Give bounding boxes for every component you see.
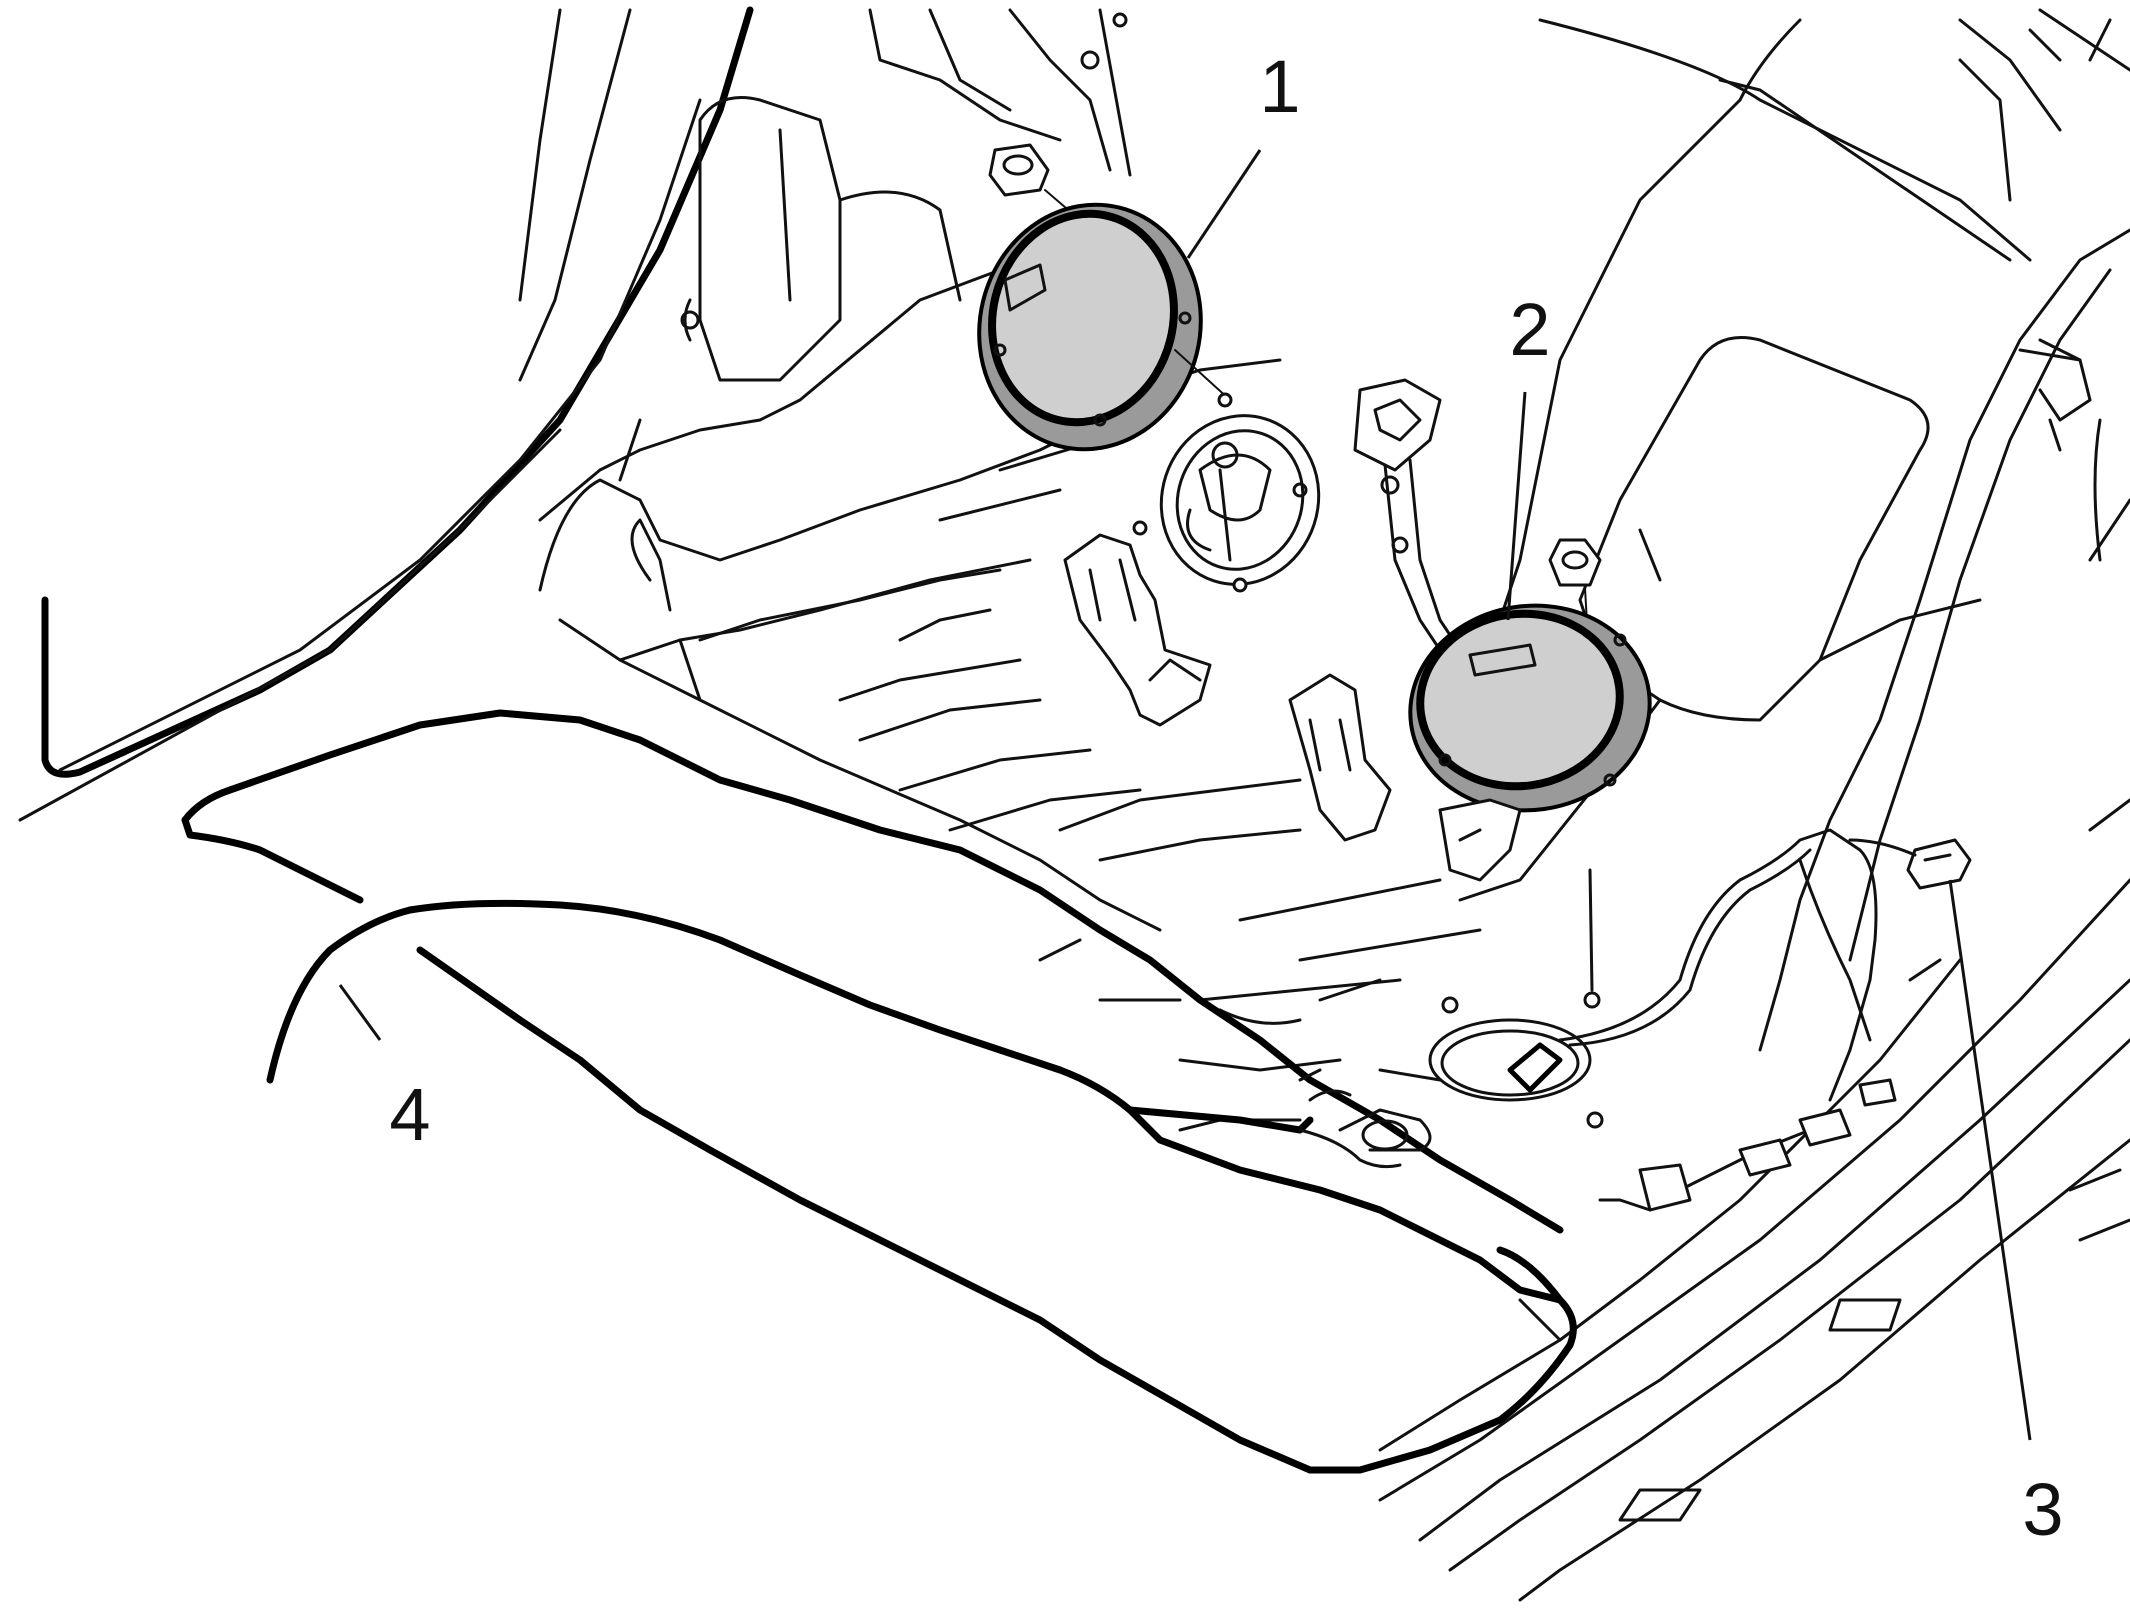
floor-carpet-panel [181, 709, 1577, 1474]
callout-1: 1 [1259, 45, 1300, 128]
vehicle-body-structure [18, 6, 2130, 1602]
callout-leaders [338, 149, 2032, 1441]
harness-clip-1 [1638, 1163, 1692, 1212]
rear-fuel-cover-assembly [1288, 378, 1652, 1129]
seat-belt-strap [1353, 378, 1462, 652]
front-access-cover [977, 202, 1203, 452]
callout-3: 3 [2022, 1468, 2063, 1551]
rear-fuel-pump-body [1438, 798, 1522, 882]
leader-4 [338, 984, 382, 1041]
leader-1 [1186, 149, 1262, 259]
callout-2: 2 [1509, 288, 1550, 371]
harness-connector [1906, 838, 1972, 890]
front-seat-belt-bracket [1063, 533, 1212, 727]
leader-3 [1948, 879, 2032, 1441]
callout-4: 4 [389, 1073, 430, 1156]
callout-labels: 1 2 3 4 [389, 45, 2063, 1551]
leader-2 [1506, 391, 1527, 621]
rear-seat-belt-bracket [1288, 673, 1392, 842]
front-fuel-cover-assembly [977, 143, 1321, 727]
front-fuel-pump-sender [1159, 414, 1321, 586]
rear-access-cover [1408, 603, 1652, 813]
rear-fuel-tank-opening [1428, 868, 1604, 1129]
front-cover-nut [988, 143, 1050, 197]
harness-clip-2 [1738, 1108, 1852, 1177]
harness-clip-3 [1858, 1078, 1897, 1107]
fuel-pump-wiring-harness [1558, 828, 1972, 1212]
